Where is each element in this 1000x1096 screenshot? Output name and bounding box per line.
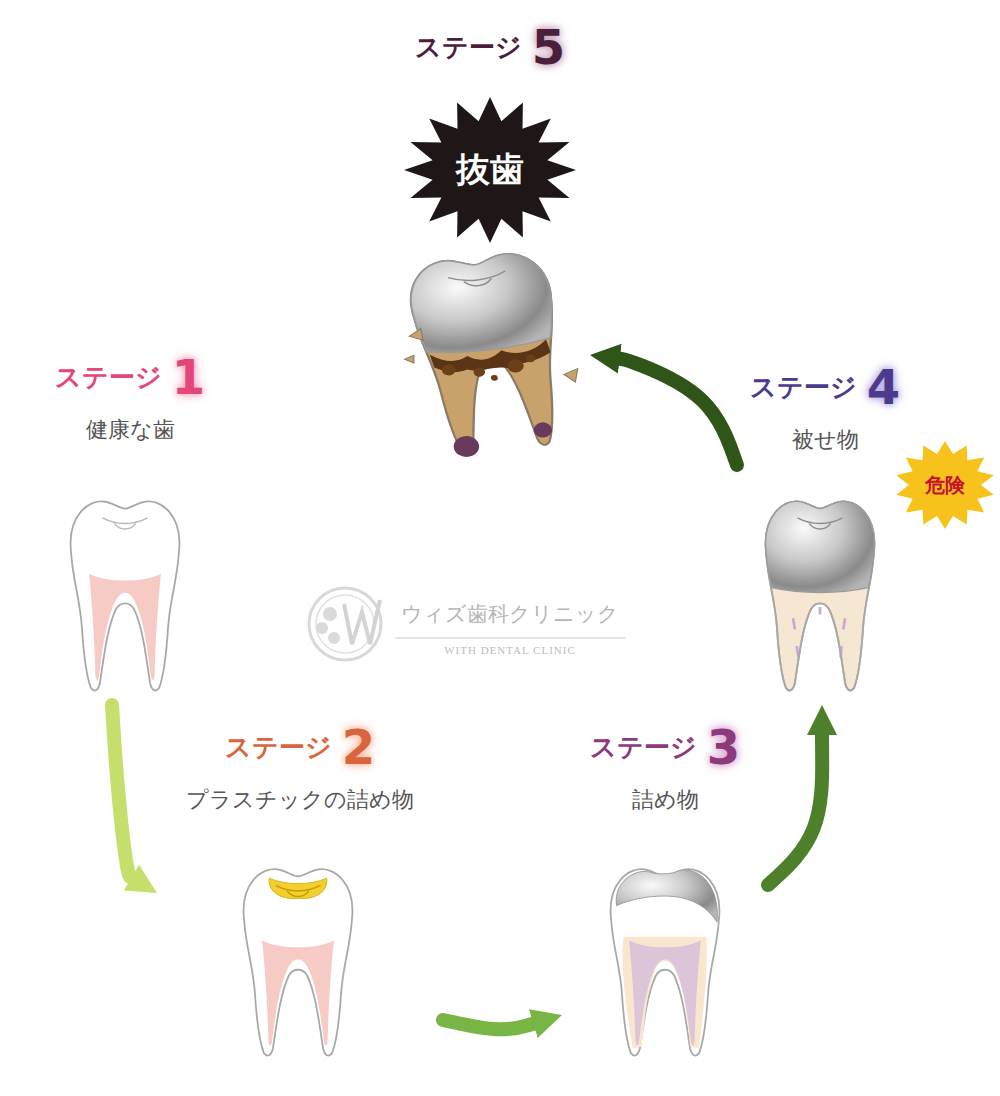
stage-word: ステージ xyxy=(590,730,697,765)
stage-number: 5 xyxy=(532,23,565,71)
flow-arrow xyxy=(443,1020,533,1029)
clinic-logo xyxy=(309,588,626,660)
tooth-illustration xyxy=(400,245,580,460)
stage-group: ステージ 1 健康な歯 xyxy=(22,345,238,705)
warning-starburst xyxy=(896,441,993,529)
stage-heading: ステージ 1 xyxy=(22,345,238,409)
warning-badge: 危険 xyxy=(925,472,965,499)
stage-heading: ステージ 2 xyxy=(157,715,443,779)
stage-description: 被せ物 xyxy=(722,425,928,455)
stage-word: ステージ xyxy=(225,730,332,765)
watermark-subtext: WITH DENTAL CLINIC xyxy=(444,644,576,656)
tooth-illustration xyxy=(228,858,368,1065)
stage-description: 健康な歯 xyxy=(22,415,238,445)
stage-description: 抜歯 xyxy=(456,147,524,193)
tooth-illustration xyxy=(750,490,890,700)
stage-description: プラスチックの詰め物 xyxy=(157,785,443,815)
stage-group: ステージ 3 詰め物 xyxy=(562,715,768,1070)
stage-number: 1 xyxy=(172,353,205,401)
tooth-illustration xyxy=(55,490,195,700)
flow-arrow xyxy=(768,735,822,885)
flow-arrow xyxy=(112,705,131,878)
stage-number: 4 xyxy=(867,363,900,411)
stage-group: ステージ 5 抜歯 xyxy=(390,15,590,465)
stage-number: 3 xyxy=(707,723,740,771)
starburst-badge: 抜歯 xyxy=(402,95,578,245)
stage-group: ステージ 4 被せ物 xyxy=(722,355,928,705)
tooth-illustration xyxy=(595,858,735,1065)
stage-heading: ステージ 3 xyxy=(562,715,768,779)
stage-word: ステージ xyxy=(750,370,857,405)
flow-arrow xyxy=(620,359,737,465)
stage-word: ステージ xyxy=(55,360,162,395)
watermark-text: ウィズ歯科クリニック xyxy=(401,600,619,628)
stage-word: ステージ xyxy=(415,30,522,65)
stage-description: 詰め物 xyxy=(562,785,768,815)
stage-number: 2 xyxy=(342,723,375,771)
stage-group: ステージ 2 プラスチックの詰め物 xyxy=(157,715,443,1070)
stage-heading: ステージ 5 xyxy=(390,15,590,79)
stage-heading: ステージ 4 xyxy=(722,355,928,419)
